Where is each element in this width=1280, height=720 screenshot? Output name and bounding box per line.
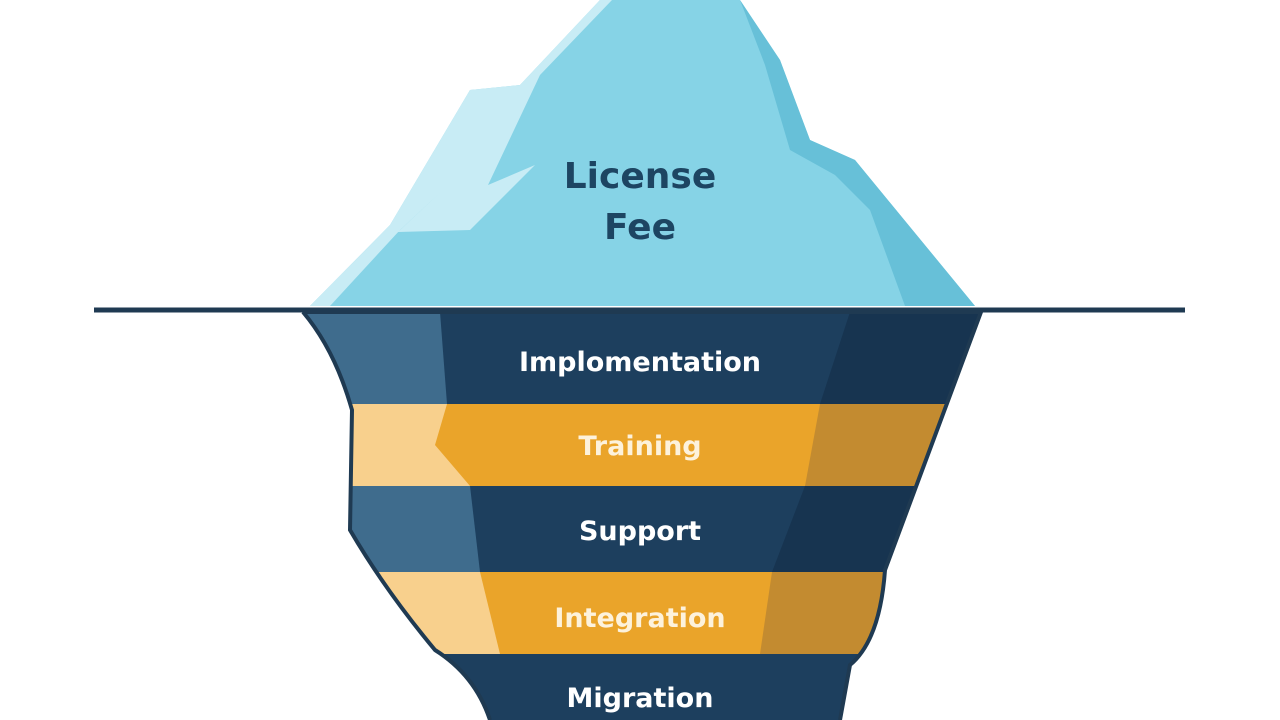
facet-left-4	[303, 572, 500, 654]
facet-right-1	[820, 312, 981, 404]
facet-right-2	[805, 404, 981, 486]
layer-label-migration: Migration	[567, 683, 714, 714]
tip-label-line-1: License	[564, 156, 717, 197]
tip-label-line-2: Fee	[604, 207, 676, 248]
layer-label-support: Support	[579, 516, 701, 547]
facet-left-3	[303, 486, 480, 572]
iceberg-tip-highlight	[310, 0, 612, 306]
layer-label-integration: Integration	[554, 603, 725, 634]
iceberg-tip: License Fee	[310, 0, 975, 306]
iceberg-underwater-outline	[301, 310, 984, 720]
layer-label-training: Training	[578, 431, 701, 462]
iceberg-tip-main	[310, 0, 975, 306]
layer-label-implementation: Implomentation	[519, 347, 761, 378]
